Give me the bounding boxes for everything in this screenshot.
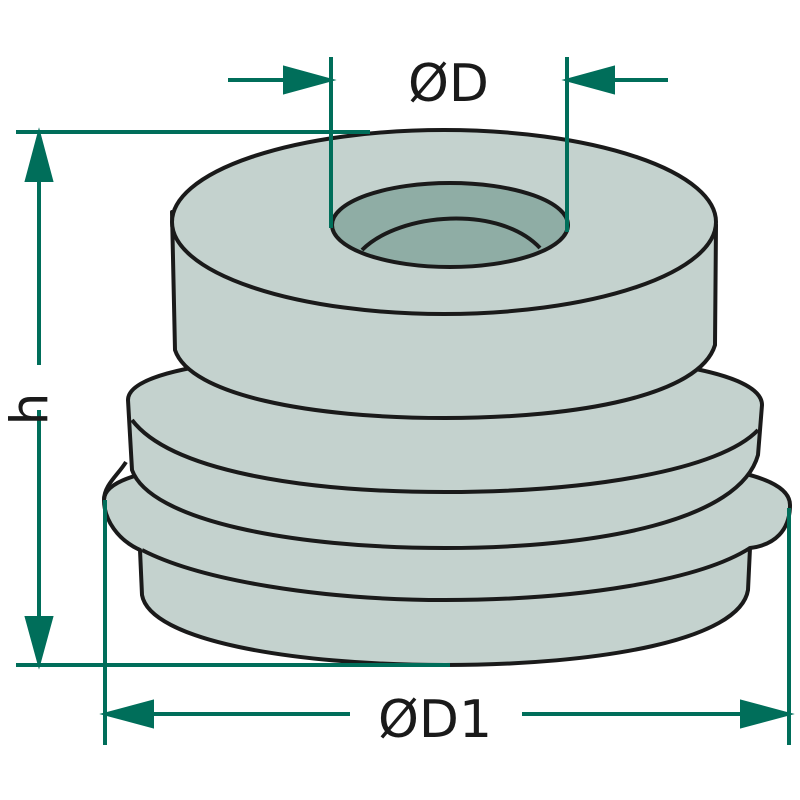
inner-diameter-label: ØD bbox=[408, 54, 489, 114]
bore bbox=[330, 181, 570, 269]
outer-diameter-label: ØD1 bbox=[378, 690, 493, 750]
dimension-lines bbox=[16, 57, 795, 745]
height-label: h bbox=[0, 392, 61, 426]
